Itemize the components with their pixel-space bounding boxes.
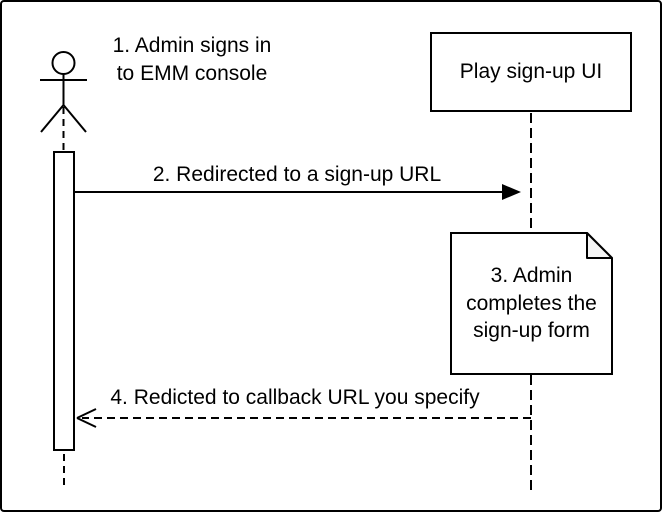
message-arrow-4: [76, 408, 531, 428]
actor-right-leg: [62, 104, 87, 133]
step4-message-label: 4. Redicted to callback URL you specify: [110, 386, 480, 409]
arrow4-head-lower: [76, 417, 97, 428]
actor-left-leg: [40, 104, 65, 133]
play-signup-ui-box: [430, 32, 632, 112]
note-shape: [450, 232, 613, 375]
arrow4-head-upper: [76, 408, 97, 419]
note-fold-icon: [586, 232, 613, 259]
arrow2-head-icon: [502, 184, 521, 200]
admin-actor-icon: [40, 51, 87, 133]
note-body: [450, 232, 613, 375]
play-signup-ui-label: Play sign-up UI: [459, 60, 603, 83]
actor-head: [51, 51, 76, 75]
admin-activation-bar: [53, 151, 75, 451]
step2-message-label: 2. Redirected to a sign-up URL: [152, 163, 442, 186]
step3-note-label: 3. Admin completes the sign-up form: [466, 264, 597, 343]
message-arrow-2: [75, 184, 521, 200]
step1-label: 1. Admin signs in to EMM console: [112, 34, 272, 85]
